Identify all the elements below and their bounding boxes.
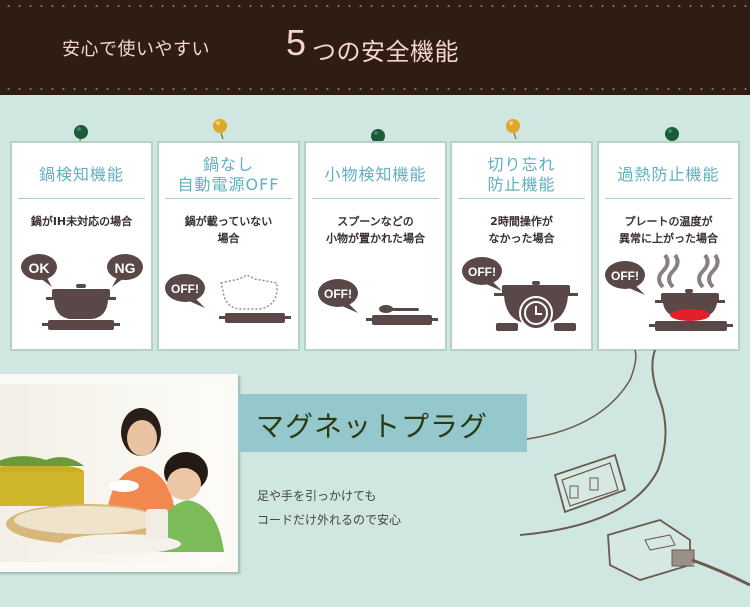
ok-ng-pot-icon: OK NG [21, 254, 143, 330]
yellow-pushpin-icon [213, 119, 227, 140]
divider [458, 198, 585, 199]
feature-title: 過熱防止機能 [617, 165, 720, 184]
feature-title: 鍋なし 自動電源OFF [177, 155, 280, 194]
feature-card-overheat-prevention: 過熱防止機能 プレートの温度が 異常に上がった場合 OFF! [597, 141, 740, 351]
mother-and-child-photo [0, 374, 238, 572]
feature-card-small-object-detection: 小物検知機能 スプーンなどの 小物が置かれた場合 OFF! [304, 141, 447, 351]
dotted-border-bottom [0, 88, 750, 90]
feature-title: 切り忘れ 防止機能 [487, 155, 556, 194]
magnet-plug-heading: マグネットプラグ [256, 410, 489, 443]
feature-card-forget-prevention: 切り忘れ 防止機能 2時間操作が なかった場合 OFF! [450, 141, 593, 351]
feature-title: 鍋検知機能 [38, 165, 124, 184]
header-number: 5 [286, 22, 307, 63]
header-banner: 安心で使いやすい 5 つの安全機能 [0, 0, 750, 95]
green-pushpin-icon [665, 127, 679, 148]
feature-card-pot-detection: 鍋検知機能 鍋がIH未対応の場合 OK NG [10, 141, 153, 351]
svg-text:OK: OK [29, 260, 50, 276]
overheat-pot-off-icon: OFF! [605, 253, 733, 331]
header-subtitle: 安心で使いやすい [62, 39, 210, 60]
magnet-plug-illustration [520, 349, 750, 591]
feature-condition: 2時間操作が なかった場合 [488, 215, 555, 245]
svg-text:OFF!: OFF! [324, 287, 352, 301]
divider [18, 198, 145, 199]
divider [165, 198, 292, 199]
magnet-plug-banner: マグネットプラグ [238, 394, 527, 452]
feature-condition: スプーンなどの 小物が置かれた場合 [326, 215, 425, 245]
timer-pot-off-icon: OFF! [462, 257, 578, 331]
spoon-off-icon: OFF! [318, 279, 438, 325]
feature-condition: 鍋がIH未対応の場合 [30, 215, 133, 228]
svg-text:NG: NG [115, 260, 136, 276]
header-title: つの安全機能 [312, 38, 459, 66]
feature-card-auto-power-off: 鍋なし 自動電源OFF 鍋が載っていない 場合 OFF! [157, 141, 300, 351]
dotted-border-top [0, 5, 750, 7]
svg-text:OFF!: OFF! [171, 282, 199, 296]
yellow-pushpin-icon [506, 119, 520, 140]
svg-text:OFF!: OFF! [611, 269, 639, 283]
svg-text:OFF!: OFF! [468, 265, 496, 279]
feature-condition: プレートの温度が 異常に上がった場合 [619, 215, 718, 245]
feature-condition: 鍋が載っていない 場合 [184, 215, 273, 245]
divider [605, 198, 732, 199]
no-pot-off-icon: OFF! [165, 274, 291, 323]
feature-title: 小物検知機能 [324, 165, 427, 184]
magnet-plug-description: 足や手を引っかけても コードだけ外れるので安心 [257, 489, 402, 527]
divider [312, 198, 439, 199]
